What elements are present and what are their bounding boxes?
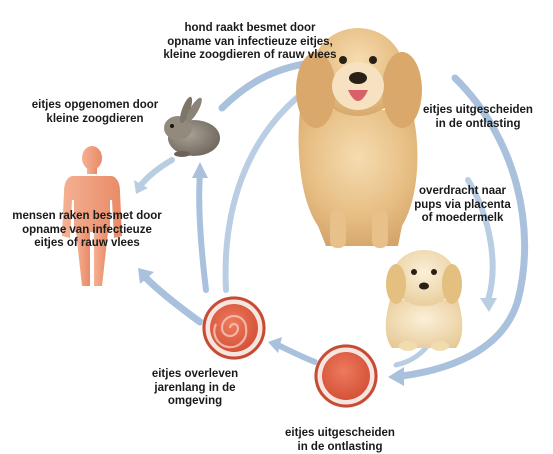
label-eggs-survive: eitjes overleven jarenlang in de omgevin… <box>140 368 250 409</box>
puppy-icon <box>386 250 463 351</box>
arrow-rabbit-to-human <box>140 160 172 186</box>
arrow-egg-to-rabbit <box>199 174 206 290</box>
arrow-head <box>268 337 282 353</box>
egg-icon <box>314 344 378 408</box>
arrow-head <box>388 367 404 386</box>
label-rabbit-eggs: eitjes opgenomen door kleine zoogdieren <box>20 99 170 126</box>
rabbit-icon <box>164 95 220 157</box>
arrow-egg-to-larva-egg <box>278 345 315 362</box>
arrow-head <box>480 298 497 312</box>
label-eggs-in-faeces-dog: eitjes uitgescheiden in de ontlasting <box>413 104 543 131</box>
label-dog-infected: hond raakt besmet door opname van infect… <box>130 22 370 63</box>
arrow-head <box>192 162 208 178</box>
arrow-egg-to-human <box>146 278 200 322</box>
label-humans-infected: mensen raken besmet door opname van infe… <box>2 210 172 251</box>
arrow-egg-to-dog <box>226 92 304 290</box>
larva-egg-icon <box>202 296 266 360</box>
label-eggs-in-faeces-puppy: eitjes uitgescheiden in de ontlasting <box>265 427 415 454</box>
label-transfer-to-puppies: overdracht naar pups via placenta of moe… <box>395 185 530 226</box>
